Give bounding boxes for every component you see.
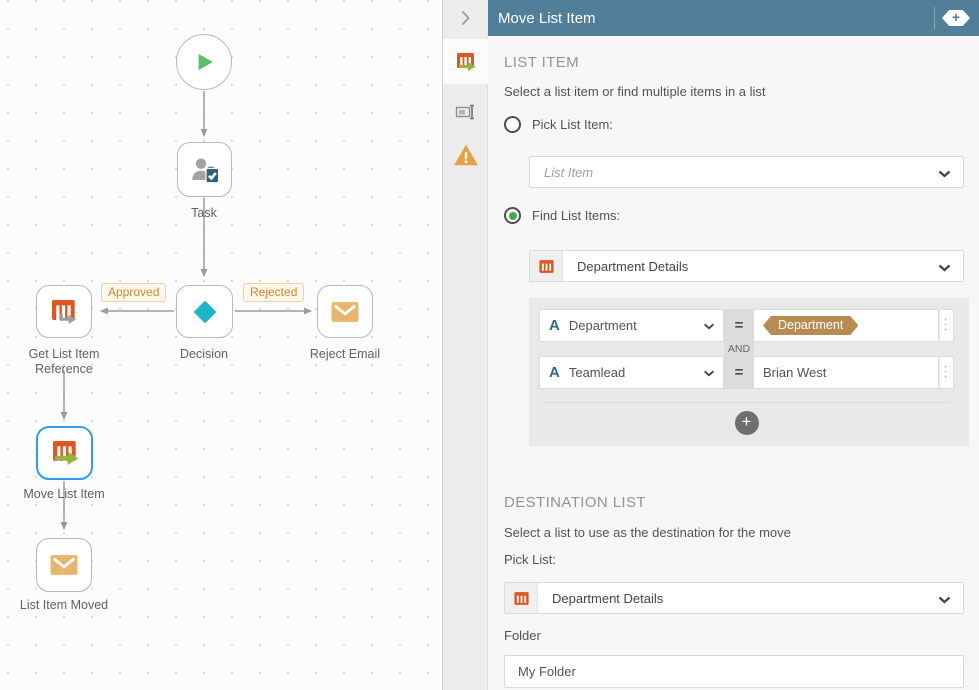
section-heading-list-item: LIST ITEM xyxy=(504,54,580,71)
collapse-panel-button[interactable] xyxy=(443,0,488,36)
workflow-canvas[interactable]: Task Decision Get List Item Reference xyxy=(0,0,442,690)
node-label: Decision xyxy=(180,347,228,361)
condition-value[interactable]: Department xyxy=(754,309,939,342)
move-list-item-icon xyxy=(456,52,475,71)
panel-content: LIST ITEM Select a list item or find mul… xyxy=(488,36,979,690)
rename-field-icon xyxy=(455,104,474,120)
drag-dots-icon xyxy=(943,317,950,334)
node-label: List Item Moved xyxy=(19,598,109,612)
gap xyxy=(754,342,939,356)
panel-tab-strip xyxy=(443,36,488,690)
chevron-right-icon xyxy=(461,10,470,26)
find-list-dropdown[interactable]: Department Details xyxy=(529,250,964,282)
tab-warnings[interactable] xyxy=(443,140,488,170)
node-decision[interactable] xyxy=(176,285,233,338)
destination-list-dropdown[interactable]: Department Details xyxy=(504,582,964,614)
drag-dots-icon xyxy=(943,364,950,381)
section-heading-destination: DESTINATION LIST xyxy=(504,494,646,511)
folder-input[interactable] xyxy=(504,655,964,688)
list-icon-badge xyxy=(530,251,563,281)
divider xyxy=(544,402,949,403)
find-list-items-label: Find List Items: xyxy=(532,208,621,223)
list-icon xyxy=(513,591,529,605)
node-move-list-item[interactable] xyxy=(36,426,93,480)
add-condition-button[interactable]: + xyxy=(734,411,759,435)
node-label: Move List Item xyxy=(23,487,105,501)
node-label: Reject Email xyxy=(309,347,381,361)
move-list-item-icon xyxy=(52,441,78,465)
email-icon xyxy=(50,555,78,575)
gap xyxy=(539,342,724,356)
workflow-connectors xyxy=(60,91,312,530)
pick-list-item-radio-row: Pick List Item: xyxy=(504,116,963,133)
list-item-description: Select a list item or find multiple item… xyxy=(504,84,766,99)
chevron-down-icon xyxy=(938,596,951,604)
find-list-items-radio[interactable] xyxy=(504,207,521,224)
destination-description: Select a list to use as the destination … xyxy=(504,525,791,540)
find-list-value: Department Details xyxy=(577,258,689,274)
folder-label: Folder xyxy=(504,628,541,643)
list-icon xyxy=(538,259,554,273)
list-item-dropdown[interactable]: List Item xyxy=(529,156,964,188)
condition-field-dropdown[interactable]: A Teamlead xyxy=(539,356,724,389)
pick-list-item-label: Pick List Item: xyxy=(532,117,613,132)
chevron-down-icon xyxy=(938,170,951,178)
edge-label-rejected: Rejected xyxy=(243,283,305,302)
decision-diamond-icon xyxy=(193,300,216,323)
pick-list-item-radio[interactable] xyxy=(504,116,521,133)
find-list-items-radio-row: Find List Items: xyxy=(504,207,963,224)
pick-list-label: Pick List: xyxy=(504,552,557,567)
tab-move-list-item-settings[interactable] xyxy=(443,39,488,84)
tab-rename[interactable] xyxy=(443,97,488,127)
header-divider xyxy=(934,7,935,29)
panel-title: Move List Item xyxy=(498,9,596,27)
node-task[interactable] xyxy=(177,142,232,197)
list-item-placeholder: List Item xyxy=(544,164,594,180)
drag-handle[interactable] xyxy=(939,356,954,389)
get-list-item-icon xyxy=(52,299,76,324)
operator-equals: = xyxy=(724,356,754,389)
node-list-item-moved[interactable] xyxy=(36,538,92,592)
email-icon xyxy=(331,301,359,322)
warning-icon xyxy=(453,144,478,166)
properties-panel: Move List Item + xyxy=(442,0,979,690)
node-reject-email[interactable] xyxy=(317,285,373,338)
chevron-down-icon xyxy=(703,323,715,330)
node-start[interactable] xyxy=(176,34,232,90)
edge-label-approved: Approved xyxy=(101,283,167,302)
user-task-icon xyxy=(191,158,219,183)
operator-equals: = xyxy=(724,309,754,342)
add-tag-button[interactable]: + xyxy=(942,10,970,26)
text-field-type-icon: A xyxy=(549,317,560,334)
panel-header: Move List Item + xyxy=(488,0,979,36)
conditions-box: A Department = Department AND xyxy=(529,298,969,446)
chevron-down-icon xyxy=(938,264,951,272)
node-label: Task xyxy=(191,206,217,220)
gap xyxy=(939,342,954,356)
text-field-type-icon: A xyxy=(549,364,560,381)
list-icon-badge xyxy=(505,583,538,613)
play-icon xyxy=(198,53,213,71)
destination-list-value: Department Details xyxy=(552,590,664,606)
conjunction-label: AND xyxy=(724,342,754,356)
drag-handle[interactable] xyxy=(939,309,954,342)
conditions-grid: A Department = Department AND xyxy=(539,309,954,389)
condition-value[interactable]: Brian West xyxy=(754,356,939,389)
node-get-list-item-reference[interactable] xyxy=(36,285,92,338)
node-label: Get List Item Reference xyxy=(28,347,100,376)
department-tag[interactable]: Department xyxy=(763,316,858,335)
condition-field-dropdown[interactable]: A Department xyxy=(539,309,724,342)
chevron-down-icon xyxy=(703,370,715,377)
